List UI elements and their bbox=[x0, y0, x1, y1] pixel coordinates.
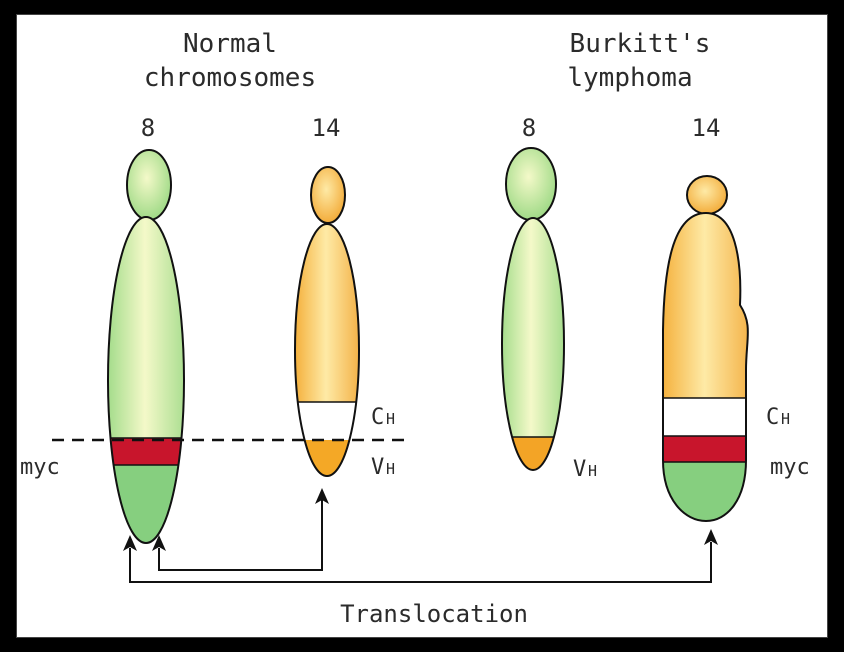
burkitt-chr8-vh-segment bbox=[502, 437, 564, 470]
vh-label-normal-main: V bbox=[371, 455, 384, 480]
burkitt-chr8-short-arm bbox=[505, 147, 557, 221]
ch-label-normal-sub: H bbox=[386, 410, 395, 428]
ch-label-burkitt: C H bbox=[766, 405, 790, 430]
burkitt-chromosome-8 bbox=[501, 147, 565, 471]
burkitt-chr8-long-arm bbox=[502, 218, 564, 470]
translocation-arrows bbox=[129, 500, 712, 583]
ch-label-burkitt-main: C bbox=[766, 405, 779, 430]
normal-chr14-ch-band bbox=[295, 402, 359, 440]
ch-label-normal: C H bbox=[371, 405, 395, 430]
translocation-diagram: Normal chromosomes Burkitt's lymphoma 8 … bbox=[20, 29, 810, 628]
normal-heading-line1: Normal bbox=[183, 29, 277, 59]
normal-heading-line2: chromosomes bbox=[144, 63, 316, 93]
ch-label-normal-main: C bbox=[371, 405, 384, 430]
outer-arrow-path bbox=[129, 542, 712, 583]
burkitt-chr14-myc-band bbox=[663, 436, 748, 462]
arrow-head-left-inner bbox=[152, 535, 166, 551]
vh-label-normal: V H bbox=[371, 455, 395, 480]
burkitt-chr14-short-arm bbox=[686, 175, 728, 215]
arrow-head-burkitt-chr14 bbox=[704, 529, 718, 545]
inner-arrow-path bbox=[158, 500, 323, 571]
normal-chr8-number: 8 bbox=[141, 114, 155, 142]
normal-chr8-myc-band bbox=[108, 438, 184, 465]
arrow-heads bbox=[123, 488, 718, 551]
vh-label-burkitt-main: V bbox=[573, 457, 586, 482]
arrow-head-chr14 bbox=[315, 488, 329, 504]
normal-chr8-short-arm bbox=[126, 149, 172, 221]
burkitt-chr14-ch-band bbox=[663, 398, 748, 436]
arrow-head-left-outer bbox=[123, 535, 137, 551]
burkitt-chromosome-14 bbox=[662, 175, 749, 523]
figure-panel: Normal chromosomes Burkitt's lymphoma 8 … bbox=[16, 14, 828, 638]
burkitt-heading-line2: lymphoma bbox=[567, 63, 692, 93]
myc-label-left: myc bbox=[20, 455, 60, 480]
vh-label-burkitt: V H bbox=[573, 457, 597, 482]
vh-label-normal-sub: H bbox=[386, 460, 395, 478]
normal-chr14-vh-segment bbox=[295, 440, 359, 476]
myc-label-right: myc bbox=[770, 455, 810, 480]
normal-chromosome-8 bbox=[107, 149, 185, 544]
ch-label-burkitt-sub: H bbox=[781, 410, 790, 428]
burkitt-chr14-number: 14 bbox=[692, 114, 721, 142]
burkitt-heading-line1: Burkitt's bbox=[570, 29, 711, 59]
normal-chr14-number: 14 bbox=[312, 114, 341, 142]
vh-label-burkitt-sub: H bbox=[588, 462, 597, 480]
translocation-caption: Translocation bbox=[340, 600, 528, 628]
burkitt-chr8-number: 8 bbox=[522, 114, 536, 142]
normal-chr14-short-arm bbox=[310, 166, 346, 224]
normal-chromosome-14 bbox=[294, 166, 360, 477]
